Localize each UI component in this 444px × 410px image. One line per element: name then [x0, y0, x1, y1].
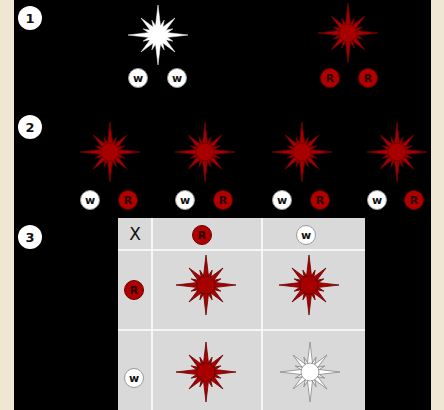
node-text: w: [180, 195, 190, 206]
grid-line: [118, 249, 365, 251]
node-text: R: [130, 285, 138, 296]
allele-circle: R: [118, 190, 138, 210]
red-flower: [318, 3, 378, 63]
allele-circle: w: [367, 190, 387, 210]
grid-line: [118, 329, 365, 331]
allele-circle: w: [175, 190, 195, 210]
node-text: 2: [25, 121, 34, 134]
red-flower: [80, 122, 140, 182]
red-flower: [279, 255, 339, 315]
node-text: R: [198, 230, 206, 241]
node-text: w: [277, 195, 287, 206]
allele-circle: R: [310, 190, 330, 210]
node-text: w: [133, 73, 143, 84]
node-text: R: [124, 195, 132, 206]
grid-line: [151, 218, 153, 410]
node-text: R: [326, 73, 334, 84]
node-text: w: [372, 195, 382, 206]
allele-circle: R: [213, 190, 233, 210]
allele-circle: w: [167, 68, 187, 88]
punnett-square: [118, 218, 365, 410]
step-number: 3: [18, 225, 42, 249]
node-text: w: [129, 373, 139, 384]
red-flower: [176, 255, 236, 315]
allele-circle: w: [272, 190, 292, 210]
node-text: w: [301, 230, 311, 241]
red-flower: [272, 122, 332, 182]
allele-circle: R: [320, 68, 340, 88]
step-number: 2: [18, 115, 42, 139]
step-number: 1: [18, 6, 42, 30]
white-flower: [128, 5, 188, 65]
allele-circle: R: [124, 280, 144, 300]
cross-symbol: X: [129, 226, 141, 243]
red-flower: [176, 342, 236, 402]
node-text: 3: [25, 231, 34, 244]
allele-circle: w: [296, 225, 316, 245]
allele-circle: R: [404, 190, 424, 210]
grid-line: [261, 218, 263, 410]
red-flower: [175, 122, 235, 182]
allele-circle: R: [192, 225, 212, 245]
node-text: w: [85, 195, 95, 206]
allele-circle: w: [80, 190, 100, 210]
allele-circle: R: [358, 68, 378, 88]
node-text: R: [316, 195, 324, 206]
node-text: 1: [25, 12, 34, 25]
white-flower: [280, 342, 340, 402]
node-text: R: [219, 195, 227, 206]
table-ground: [118, 218, 365, 410]
allele-circle: w: [128, 68, 148, 88]
node-text: R: [364, 73, 372, 84]
node-text: w: [172, 73, 182, 84]
allele-circle: w: [124, 368, 144, 388]
red-flower: [367, 122, 427, 182]
node-text: R: [410, 195, 418, 206]
